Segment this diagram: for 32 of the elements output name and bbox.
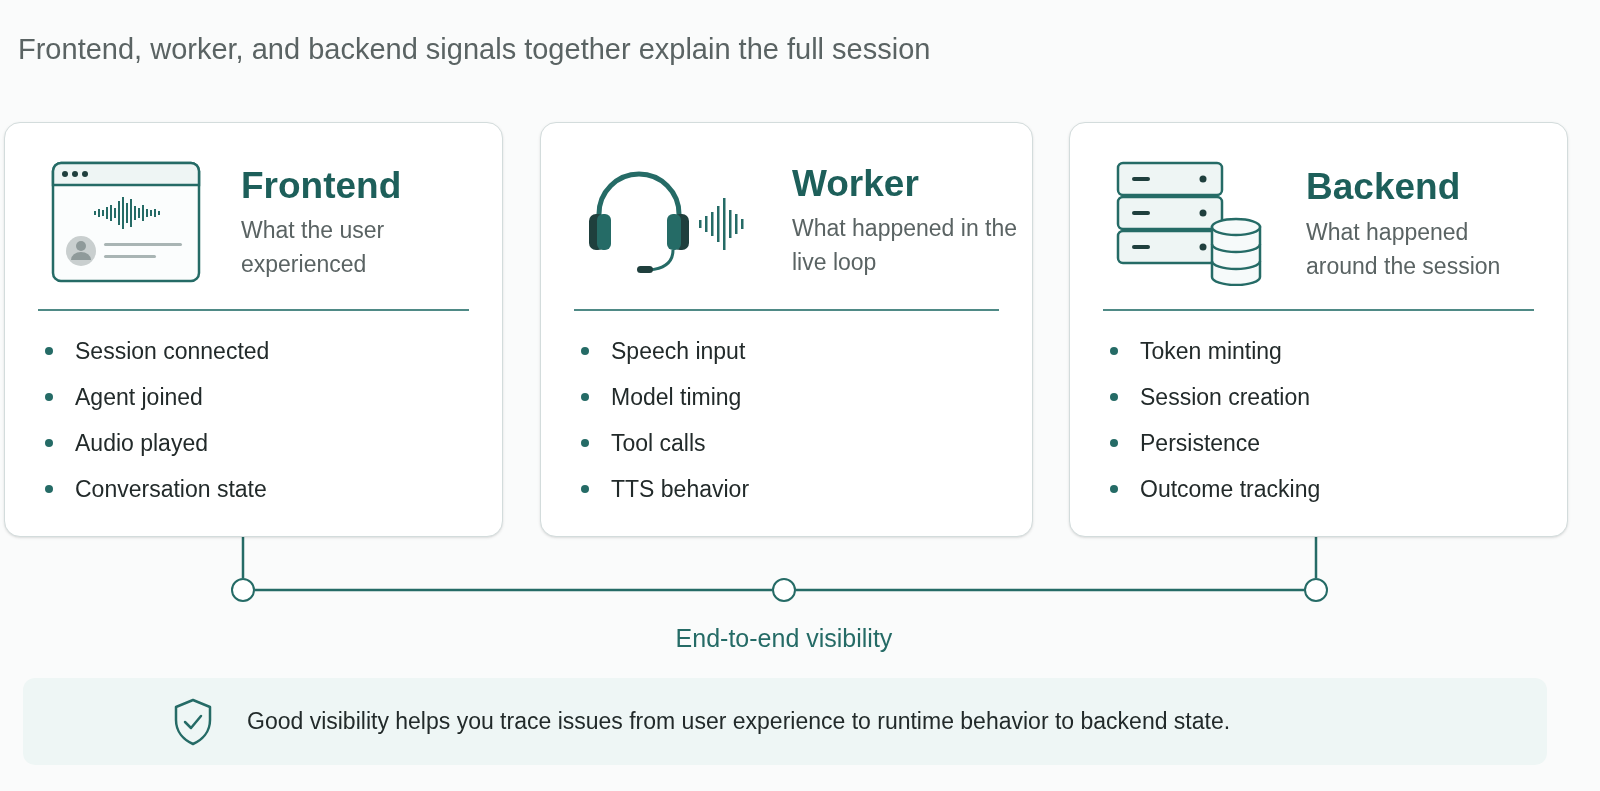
bullet-item: Audio played: [75, 428, 208, 458]
card-heading: Frontend: [241, 163, 403, 208]
bullet-item: Agent joined: [75, 382, 203, 412]
card-subtitle: What the user experienced: [241, 216, 386, 280]
timeline-node: [1304, 578, 1328, 602]
note-banner: [23, 678, 1547, 765]
bullet-item: Session connected: [75, 336, 270, 366]
bullet-item: Speech input: [611, 336, 746, 366]
bullet-item: Session creation: [1140, 382, 1311, 412]
card-subtitle: What happened in the live loop: [792, 214, 1019, 278]
connector-line: [255, 588, 772, 592]
category-card: [4, 122, 503, 537]
category-card: [1069, 122, 1568, 537]
bullet-item: Outcome tracking: [1140, 474, 1321, 504]
bullet-item: Tool calls: [611, 428, 706, 458]
bullet-item: Persistence: [1140, 428, 1261, 458]
connector-line: [241, 537, 245, 578]
bullet-item: Token minting: [1140, 336, 1282, 366]
bullet-item: TTS behavior: [611, 474, 750, 504]
card-subtitle: What happened around the session: [1306, 217, 1502, 281]
timeline-node: [231, 578, 255, 602]
note-text: Good visibility helps you trace issues from user experience to runtime behavior to backend state.: [247, 707, 1231, 737]
connector-line: [1314, 537, 1318, 578]
timeline-label: End-to-end visibility: [674, 623, 894, 654]
bullet-item: Model timing: [611, 382, 742, 412]
timeline-node: [772, 578, 796, 602]
card-heading: Worker: [792, 162, 920, 206]
connector-line: [796, 588, 1304, 592]
subtitle: Frontend, worker, and backend signals together explain the full session: [18, 32, 931, 67]
category-card: [540, 122, 1033, 537]
bullet-item: Conversation state: [75, 474, 267, 504]
card-heading: Backend: [1306, 165, 1462, 210]
